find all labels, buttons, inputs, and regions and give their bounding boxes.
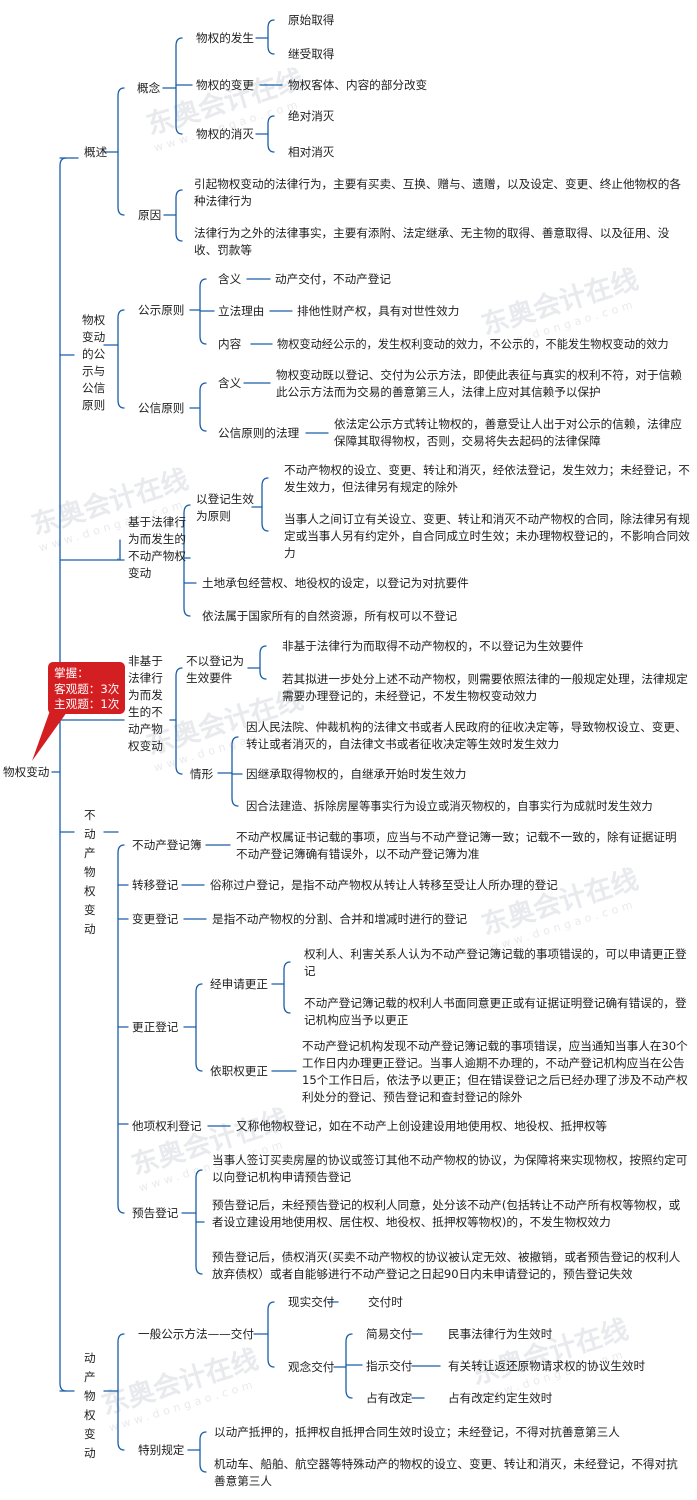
- node-teshu: 特别规定: [138, 1443, 185, 1457]
- node-gx-fali-desc: 依法定公示方式转让物权的，善意受让人出于对公示的信赖，法律应保障其取得物权，否则…: [334, 417, 682, 448]
- node-gongxin: 公信原则: [138, 401, 185, 415]
- node-gx-hanyi-desc: 物权变动既以登记、交付为公示方法，即使此表征与真实的权利不符，对于信赖此公示方法…: [276, 368, 682, 399]
- node-qx-2: 因继承取得物权的，自继承开始时发生效力: [246, 767, 467, 781]
- node-dengjibu-desc: 不动产权属证书记载的事项，应当与不动产登记簿一致；记载不一致的，除有证据证明不动…: [236, 830, 677, 861]
- node-juedui: 绝对消灭: [288, 109, 335, 123]
- node-yg-3: 预告登记后，债权消灭(买卖不动产物权的协议被认定无效、被撤销，或者预告登记的权利…: [212, 1250, 681, 1281]
- node-yuanshi: 原始取得: [288, 13, 335, 27]
- node-jsq-1: 权利人、利害关系人认为不动产登记簿记载的事项错误的，可以申请更正登记: [304, 947, 687, 978]
- exam-frequency-callout: 掌握： 客观题：3次 主观题：1次: [48, 662, 125, 714]
- node-yuanyin-1: 引起物权变动的法律行为，主要有买卖、互换、赠与、遗赠，以及设定、变更、终止他物权…: [194, 177, 681, 208]
- node-dengji-shengxiao: 以登记生效为原则: [196, 492, 254, 523]
- node-gs-liyou: 立法理由: [218, 304, 265, 318]
- node-biangeng-dj-desc: 是指不动产物权的分割、合并和增减时进行的登记: [212, 912, 468, 926]
- node-yugao: 预告登记: [132, 1206, 179, 1220]
- node-gongshi-gongxin: 物权变动的公示与公信原则: [82, 313, 106, 412]
- node-jsq-2: 不动产登记簿记载的权利人书面同意更正或有证据证明登记确有错误的，登记机构应当予以…: [304, 996, 687, 1027]
- node-yg-2: 预告登记后，未经预告登记的权利人同意，处分该不动产(包括转让不动产所有权等物权，…: [212, 1198, 681, 1229]
- node-yiban: 一般公示方法——交付: [138, 1327, 254, 1341]
- node-jishou: 继受取得: [288, 47, 335, 61]
- node-gx-fali: 公信原则的法理: [218, 426, 300, 440]
- node-zhuanyi-desc: 俗称过户登记，是指不动产物权从转让人转移至受让人所办理的登记: [210, 878, 558, 892]
- node-biangeng-dj: 变更登记: [132, 912, 179, 926]
- node-jianyi-desc: 民事法律行为生效时: [448, 1327, 553, 1341]
- node-ts-2: 机动车、船舶、航空器等特殊动产的物权的设立、变更、转让和消灭，未经登记，不得对抗…: [214, 1457, 678, 1488]
- node-gengzheng: 更正登记: [132, 1020, 179, 1034]
- node-gs-hanyi-desc: 动产交付，不动产登记: [275, 272, 391, 286]
- node-yuanyin-2: 法律行为之外的法律事实，主要有添附、法定继承、无主物的取得、善意取得、以及征用、…: [194, 226, 670, 257]
- node-guannian: 观念交付: [288, 1360, 335, 1374]
- node-zhanyou: 占有改定: [366, 1391, 413, 1405]
- node-yi-zhiquan: 依职权更正: [210, 1064, 268, 1078]
- node-yg-1: 当事人签订买卖房屋的协议或签订其他不动产物权的协议，为保障将来实现物权，按照约定…: [212, 1153, 688, 1184]
- node-xiaomie: 物权的消灭: [196, 127, 254, 141]
- node-dongchan: 动产物权变动: [84, 1351, 96, 1460]
- node-bd-1: 非基于法律行为而取得不动产物权的，不以登记为生效要件: [282, 639, 584, 653]
- node-qx-3: 因合法建造、拆除房屋等事实行为设立或消灭物权的，自事实行为成就时发生效力: [246, 800, 653, 813]
- node-bu-yidengji: 不以登记为生效要件: [186, 654, 244, 685]
- node-jiyu: 基于法律行为而发生的不动产物权变动: [128, 515, 186, 580]
- node-zhanyou-desc: 占有改定约定生效时: [448, 1391, 553, 1405]
- node-yuanyin: 原因: [138, 208, 162, 222]
- node-bd-2: 若其拟进一步处分上述不动产物权，则需要依照法律的一般规定处理，法律规定需要办理登…: [282, 672, 688, 703]
- node-yzq-desc: 不动产登记机构发现不动产登记簿记载的事项错误，应当通知当事人在30个工作日内办理…: [302, 1039, 688, 1104]
- node-budongchan: 不动产物权变动: [84, 808, 96, 936]
- node-xiangdui: 相对消灭: [288, 145, 335, 159]
- node-xianshi: 现实交付: [288, 1295, 335, 1309]
- node-taxiang-desc: 又称他物权登记，如在不动产上创设建设用地使用权、地役权、抵押权等: [236, 1119, 608, 1133]
- node-gs-neirong: 内容: [218, 337, 242, 351]
- node-gainian: 概念: [137, 81, 161, 95]
- node-zhuanyi: 转移登记: [132, 878, 179, 892]
- node-biangeng-desc: 物权客体、内容的部分改变: [288, 78, 428, 92]
- node-tudi: 土地承包经营权、地役权的设定，以登记为对抗要件: [202, 576, 469, 590]
- node-dengjibu: 不动产登记簿: [132, 838, 202, 852]
- node-feijiyu: 非基于法律行为而发生的不动产物权变动: [128, 654, 163, 753]
- node-qingxing: 情形: [190, 767, 214, 781]
- node-gongshi: 公示原则: [138, 303, 185, 317]
- node-gs-liyou-desc: 排他性财产权，具有对世性效力: [297, 304, 460, 318]
- node-gs-neirong-desc: 物权变动经公示的，发生权利变动的效力，不公示的，不能发生物权变动的效力: [277, 338, 669, 351]
- root-node: 物权变动: [3, 765, 50, 779]
- node-taxiang: 他项权利登记: [132, 1119, 202, 1133]
- node-jianyi: 简易交付: [366, 1327, 413, 1341]
- node-gs-hanyi: 含义: [218, 272, 242, 286]
- node-jing-shenqing: 经申请更正: [210, 977, 268, 991]
- node-gaishu: 概述: [84, 145, 108, 159]
- node-ts-1: 以动产抵押的，抵押权自抵押合同生效时设立；未经登记，不得对抗善意第三人: [214, 1425, 620, 1439]
- node-xianshi-desc: 交付时: [368, 1295, 403, 1309]
- node-ds-2: 当事人之间订立有关设立、变更、转让和消灭不动产物权的合同，除法律另有规定或当事人…: [284, 512, 690, 560]
- node-fasheng: 物权的发生: [196, 31, 254, 45]
- callout-tail: [32, 705, 72, 761]
- node-zhishi-desc: 有关转让返还原物请求权的协议生效时: [448, 1359, 646, 1373]
- node-ds-1: 不动产物权的设立、变更、转让和消灭，经依法登记，发生效力；未经登记，不发生效力，…: [284, 463, 690, 494]
- node-zhishi: 指示交付: [366, 1359, 413, 1373]
- node-qx-1: 因人民法院、仲裁机构的法律文书或者人民政府的征收决定等，导致物权设立、变更、转让…: [246, 720, 687, 751]
- node-gx-hanyi: 含义: [218, 376, 242, 390]
- node-guojia: 依法属于国家所有的自然资源，所有权可以不登记: [202, 609, 458, 623]
- node-biangeng: 物权的变更: [196, 78, 254, 92]
